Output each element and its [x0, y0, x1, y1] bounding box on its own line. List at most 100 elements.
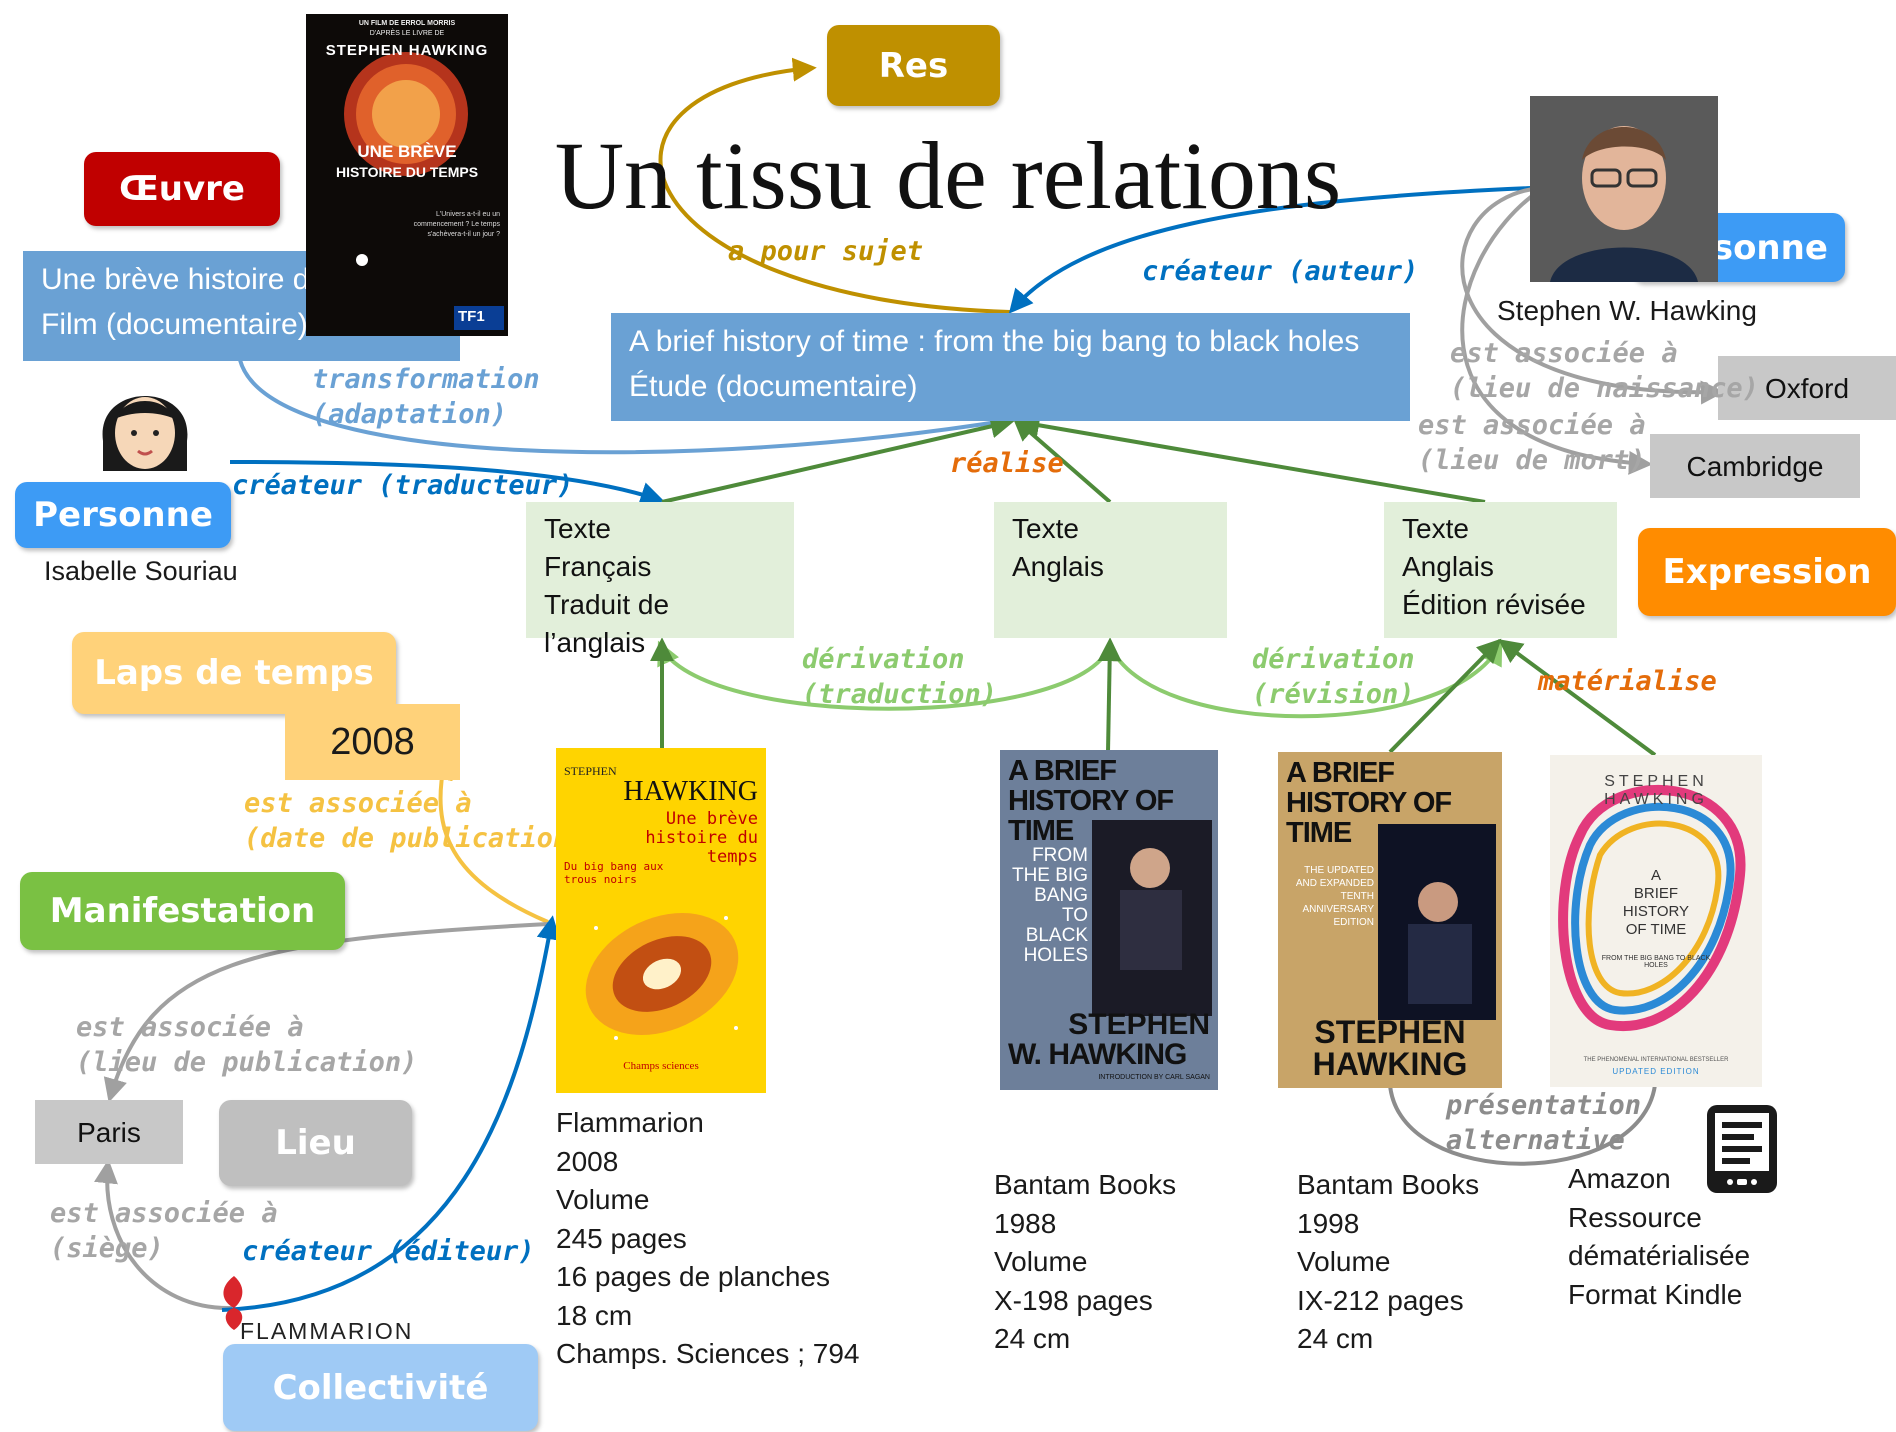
kindle-title1: A: [1650, 867, 1661, 884]
relation-materialise: matérialise: [1538, 666, 1717, 697]
manifestation-line: IX-212 pages: [1297, 1284, 1464, 1316]
manifestation-line: 1988: [994, 1207, 1057, 1239]
link-materialise-2: [1097, 637, 1122, 753]
manifestation-line: 1998: [1297, 1207, 1360, 1239]
flam-author1: STEPHEN: [564, 764, 617, 778]
flam-title: Une brève histoire du temps: [645, 809, 758, 867]
place-paris: Paris: [35, 1100, 183, 1164]
expression-line: Édition révisée: [1402, 589, 1586, 620]
ereader-icon: [1704, 1102, 1780, 1196]
b98-author1: STEPHEN: [1314, 1014, 1466, 1050]
bantam-1988-cover: A BRIEF HISTORY OF TIME FROM THE BIG BAN…: [1000, 750, 1218, 1090]
relation-line: transformation: [312, 364, 540, 395]
dvd-cover: UN FILM DE ERROL MORRIS D'APRÈS LE LIVRE…: [306, 14, 508, 336]
manifestation-flammarion: Flammarion 2008 Volume 245 pages 16 page…: [556, 1104, 860, 1374]
manifestation-line: 24 cm: [994, 1323, 1071, 1354]
work-study-title: A brief history of time : from the big b…: [629, 325, 1360, 358]
relation-line: (lieu de mort): [1418, 445, 1646, 476]
b98-title: A BRIEF HISTORY OF TIME: [1286, 757, 1452, 849]
relation-line: dérivation: [802, 644, 965, 675]
badge-manifestation: Manifestation: [20, 872, 345, 950]
relation-line: est associée à: [244, 788, 472, 819]
dvd-title2: HISTOIRE DU TEMPS: [335, 164, 479, 180]
flammarion-logo-text: FLAMMARION: [240, 1318, 414, 1344]
manifestation-line: Flammarion: [556, 1107, 704, 1138]
relation-pubdate: est associée à (date de publication): [244, 786, 585, 856]
b88-sub: FROM THE BIG BANG TO BLACK HOLES: [1011, 845, 1088, 966]
relation-subject: a pour sujet: [728, 236, 924, 267]
manifestation-line: 2008: [556, 1145, 619, 1177]
expression-line: Traduit de l’anglais: [544, 589, 670, 658]
relation-derivation-revision: dérivation (révision): [1252, 642, 1415, 712]
relation-line: (date de publication): [244, 823, 586, 854]
expression-french: Texte Français Traduit de l’anglais: [526, 502, 794, 658]
manifestation-line: 18 cm: [556, 1299, 633, 1331]
expression-line: Texte: [1402, 513, 1469, 544]
manifestation-line: Amazon: [1568, 1163, 1671, 1194]
kindle-title2: BRIEF: [1633, 885, 1679, 902]
manifestation-line: Volume: [1297, 1246, 1391, 1277]
relation-creator-publisher: créateur (éditeur): [242, 1236, 535, 1267]
translator-avatar: [55, 368, 235, 486]
expression-revised: Texte Anglais Édition révisée: [1384, 502, 1617, 638]
relation-line: dérivation: [1252, 644, 1415, 675]
relation-deathplace: est associée à (lieu de mort): [1418, 408, 1646, 478]
manifestation-line: 24 cm: [1297, 1323, 1374, 1354]
work-study: A brief history of time : from the big b…: [611, 313, 1410, 421]
relation-line: (lieu de publication): [76, 1047, 418, 1078]
flammarion-cover: STEPHEN HAWKING Une brève histoire du te…: [556, 748, 766, 1093]
timespan-2008: 2008: [285, 704, 460, 780]
place-oxford: Oxford: [1718, 356, 1896, 420]
work-film-form: Film (documentaire): [41, 308, 308, 341]
manifestation-line: Format Kindle: [1568, 1278, 1743, 1310]
badge-personne-translator: Personne: [15, 482, 231, 548]
relation-line: présentation: [1446, 1090, 1642, 1121]
kindle-foot1: THE PHENOMENAL INTERNATIONAL BESTSELLER: [1583, 1057, 1729, 1063]
badge-oeuvre: Œuvre: [84, 152, 280, 226]
author-name: Stephen W. Hawking: [1497, 295, 1757, 326]
expression-line: Texte: [544, 513, 611, 544]
manifestation-line: 245 pages: [556, 1222, 687, 1254]
relation-line: est associée à: [1450, 338, 1678, 369]
manifestation-line: Champs. Sciences ; 794: [556, 1338, 860, 1369]
manifestation-kindle: Amazon Ressource dématérialisée Format K…: [1568, 1160, 1750, 1314]
relation-line: alternative: [1446, 1125, 1625, 1156]
dvd-top: UN FILM DE ERROL MORRIS: [358, 20, 456, 27]
kindle-title4: OF TIME: [1625, 921, 1687, 938]
manifestation-bantam-1998: Bantam Books 1998 Volume IX-212 pages 24…: [1297, 1166, 1479, 1359]
relation-pubplace: est associée à (lieu de publication): [76, 1010, 417, 1080]
kindle-foot2: UPDATED EDITION: [1612, 1067, 1700, 1076]
relation-creator-translator: créateur (traducteur): [232, 470, 574, 501]
relation-line: est associée à: [76, 1012, 304, 1043]
badge-expression: Expression: [1638, 528, 1896, 616]
kindle-cover: STEPHEN HAWKING A BRIEF HISTORY OF TIME …: [1550, 755, 1762, 1087]
kindle-title3: HISTORY: [1622, 903, 1690, 920]
manifestation-line: X-198 pages: [994, 1284, 1153, 1316]
work-study-form: Étude (documentaire): [629, 370, 918, 403]
b88-intro: INTRODUCTION BY CARL SAGAN: [1098, 1074, 1210, 1081]
manifestation-line: Bantam Books: [994, 1169, 1177, 1200]
author-photo: [1530, 96, 1718, 282]
dvd-blurb: L'Univers a-t-il eu un commencement ? Le…: [413, 211, 500, 238]
relation-derivation-translation: dérivation (traduction): [802, 642, 997, 712]
badge-collectivite: Collectivité: [223, 1344, 538, 1431]
b88-title: A BRIEF HISTORY OF TIME: [1008, 755, 1174, 847]
relation-line: est associée à: [1418, 410, 1646, 441]
kindle-author: STEPHEN HAWKING: [1604, 773, 1708, 808]
badge-laps-de-temps: Laps de temps: [72, 632, 396, 714]
dvd-author: STEPHEN HAWKING: [325, 42, 489, 59]
translator-name: Isabelle Souriau: [44, 556, 238, 586]
manifestation-line: Volume: [994, 1246, 1088, 1277]
relation-alternative: présentation alternative: [1446, 1088, 1641, 1158]
b88-author1: STEPHEN: [1068, 1008, 1210, 1041]
relation-line: (adaptation): [312, 399, 508, 430]
manifestation-line: 16 pages de planches: [556, 1261, 830, 1292]
relation-line: (lieu de naissance): [1450, 373, 1759, 404]
flam-author2: HAWKING: [623, 776, 758, 807]
relation-line: (révision): [1252, 679, 1415, 710]
link-realise-3: [1015, 413, 1486, 504]
relation-creator-author: créateur (auteur): [1142, 256, 1419, 287]
manifestation-line: Bantam Books: [1297, 1169, 1480, 1200]
expression-line: Français: [544, 551, 652, 582]
relation-birthplace: est associée à (lieu de naissance): [1450, 336, 1759, 406]
